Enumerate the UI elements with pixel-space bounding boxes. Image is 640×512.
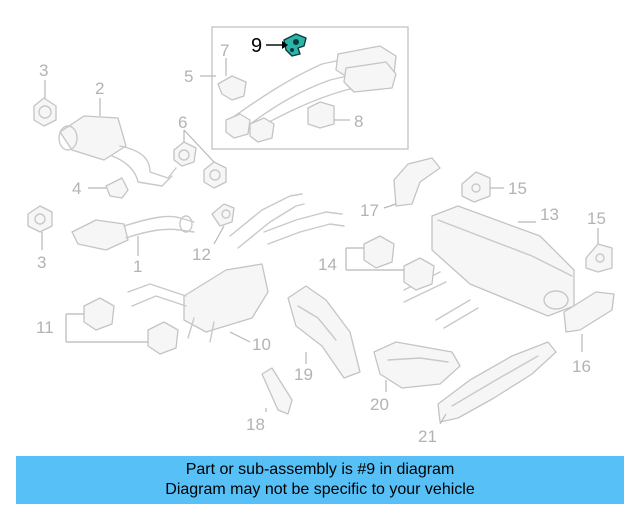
- callout-21: 21: [418, 427, 437, 446]
- part-8-hanger[interactable]: [307, 101, 335, 129]
- part-14-clamps[interactable]: [363, 235, 435, 291]
- banner-line-1: Part or sub-assembly is #9 in diagram: [185, 461, 455, 478]
- part-17-pipe[interactable]: [393, 157, 441, 207]
- part-12-sensor[interactable]: [211, 203, 235, 227]
- part-1-front-pipe[interactable]: [71, 215, 195, 251]
- part-4-bracket[interactable]: [105, 177, 129, 199]
- info-banner: Part or sub-assembly is #9 in diagram Di…: [16, 456, 624, 504]
- callout-9-arrow: [266, 41, 288, 49]
- part-5-pipe-assembly[interactable]: [225, 45, 397, 143]
- callout-12: 12: [192, 245, 211, 264]
- callout-18: 18: [246, 415, 265, 434]
- part-3-upper-gasket[interactable]: [33, 97, 57, 127]
- part-20-heat-shield[interactable]: [373, 341, 461, 389]
- part-19-heat-shield[interactable]: [287, 285, 361, 379]
- part-6-gaskets[interactable]: [173, 141, 227, 189]
- callout-2: 2: [95, 79, 104, 98]
- callout-10: 10: [252, 335, 271, 354]
- detail-inset-frame: [211, 26, 409, 150]
- callout-6: 6: [178, 113, 187, 132]
- part-3-lower-gasket[interactable]: [27, 205, 53, 233]
- callout-15-upper: 15: [508, 179, 527, 198]
- part-2-catalytic-converter[interactable]: [58, 115, 177, 187]
- callout-17: 17: [360, 201, 379, 220]
- callout-3-lower: 3: [37, 253, 46, 272]
- part-16-tailpipe[interactable]: [563, 291, 615, 333]
- callout-20: 20: [370, 395, 389, 414]
- callout-11: 11: [36, 318, 54, 337]
- banner-line-2: Diagram may not be specific to your vehi…: [165, 481, 475, 498]
- part-10-center-muffler[interactable]: [127, 193, 345, 343]
- callout-5: 5: [184, 67, 193, 86]
- callout-19: 19: [294, 365, 313, 384]
- callout-14: 14: [318, 255, 337, 274]
- part-21-heat-shield[interactable]: [437, 341, 557, 423]
- callout-1: 1: [133, 257, 142, 276]
- callout-8: 8: [354, 112, 363, 131]
- callout-7: 7: [220, 41, 229, 60]
- callout-4: 4: [72, 179, 81, 198]
- callout-3-upper: 3: [39, 61, 48, 80]
- part-15-upper-mount[interactable]: [461, 171, 491, 203]
- part-18-bracket[interactable]: [261, 367, 293, 415]
- callout-9: 9: [251, 35, 262, 57]
- part-11-clamps[interactable]: [83, 297, 179, 355]
- part-7-bracket[interactable]: [217, 75, 247, 101]
- part-15-right-mount[interactable]: [585, 243, 613, 273]
- part-9-highlighted[interactable]: [283, 33, 307, 57]
- callout-13: 13: [540, 205, 559, 224]
- callout-16: 16: [572, 357, 591, 376]
- callout-15-right: 15: [587, 209, 606, 228]
